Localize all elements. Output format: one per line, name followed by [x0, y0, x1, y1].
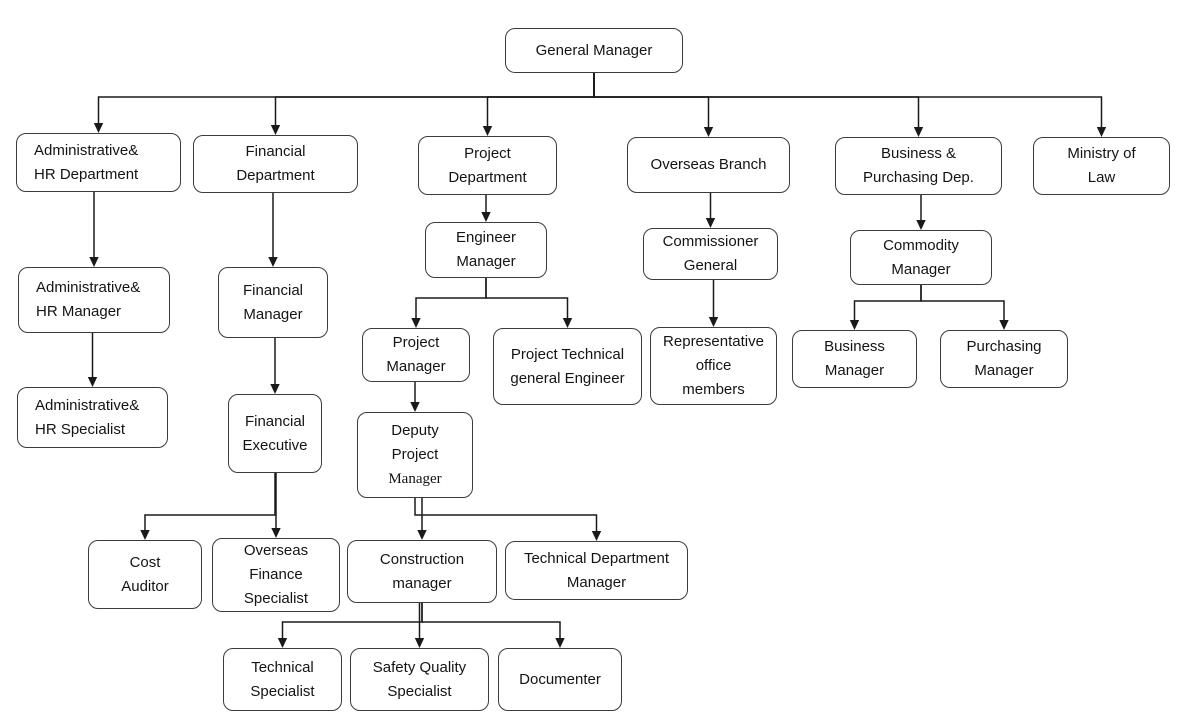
org-node-label: Administrative& HR Manager [36, 279, 141, 320]
org-node-label: Business & Purchasing Dep. [863, 145, 974, 186]
org-node-cost-auditor: Cost Auditor [88, 540, 202, 609]
org-node-label: Engineer Manager [455, 229, 517, 270]
org-node-representative-office-members: Representative office members [650, 327, 777, 405]
org-node-documenter: Documenter [498, 648, 622, 711]
org-node-label: Safety Quality Specialist [372, 658, 467, 700]
org-node-label: Documenter [519, 670, 601, 688]
org-node-financial-executive: Financial Executive [228, 394, 322, 473]
org-node-label: Technical Specialist [250, 658, 315, 700]
org-node-deputy-project-manager: Deputy Project Manager [357, 412, 473, 498]
org-node-label: Business Manager [824, 338, 885, 379]
org-node-label: Administrative& HR Specialist [35, 396, 140, 438]
org-node-business-purchasing-dep: Business & Purchasing Dep. [835, 137, 1002, 195]
org-node-label: Purchasing Manager [966, 338, 1042, 379]
org-node-label: Financial Manager [242, 281, 304, 323]
org-node-label: Financial Executive [242, 412, 308, 454]
org-node-label: Commissioner General [662, 233, 759, 274]
org-node-financial-manager: Financial Manager [218, 267, 328, 338]
org-node-label: Representative office members [663, 333, 764, 398]
org-node-label: Project Department [448, 144, 527, 186]
org-node-label: Administrative& HR Department [34, 141, 139, 183]
org-node-construction-manager: Construction manager [347, 540, 497, 603]
org-node-admin-hr-department: Administrative& HR Department [16, 133, 181, 192]
org-node-safety-quality-specialist: Safety Quality Specialist [350, 648, 489, 711]
org-node-overseas-finance-specialist: Overseas Finance Specialist [212, 538, 340, 612]
org-node-label: Technical Department Manager [523, 549, 670, 591]
org-node-label: Deputy Project [391, 422, 439, 463]
org-node-technical-department-manager: Technical Department Manager [505, 541, 688, 600]
org-node-general-manager: General Manager [505, 28, 683, 73]
org-node-overseas-branch: Overseas Branch [627, 137, 790, 193]
org-node-label: Financial Department [236, 143, 315, 184]
org-node-label: Construction manager [379, 550, 465, 592]
org-node-engineer-manager: Engineer Manager [425, 222, 547, 278]
org-node-ministry-of-law: Ministry of Law [1033, 137, 1170, 195]
org-node-project-technical-general-engineer: Project Technical general Engineer [493, 328, 642, 405]
org-node-project-manager: Project Manager [362, 328, 470, 382]
org-node-business-manager: Business Manager [792, 330, 917, 388]
org-node-label: Overseas Branch [650, 156, 767, 173]
org-node-label: General Manager [535, 41, 653, 59]
org-node-commissioner-general: Commissioner General [643, 228, 778, 280]
org-node-label: Ministry of Law [1067, 145, 1136, 186]
org-node-label: Project Technical general Engineer [510, 345, 625, 387]
org-node-admin-hr-specialist: Administrative& HR Specialist [17, 387, 168, 448]
org-node-label: Commodity Manager [883, 236, 959, 278]
org-node-technical-specialist: Technical Specialist [223, 648, 342, 711]
org-node-commodity-manager: Commodity Manager [850, 230, 992, 285]
org-node-label: Cost Auditor [121, 553, 169, 595]
org-node-label: Manager [388, 471, 442, 487]
org-node-project-department: Project Department [418, 136, 557, 195]
org-node-label: Overseas Finance Specialist [243, 542, 309, 607]
org-node-label: Project Manager [386, 334, 446, 375]
org-node-purchasing-manager: Purchasing Manager [940, 330, 1068, 388]
org-node-financial-department: Financial Department [193, 135, 358, 193]
org-node-admin-hr-manager: Administrative& HR Manager [18, 267, 170, 333]
